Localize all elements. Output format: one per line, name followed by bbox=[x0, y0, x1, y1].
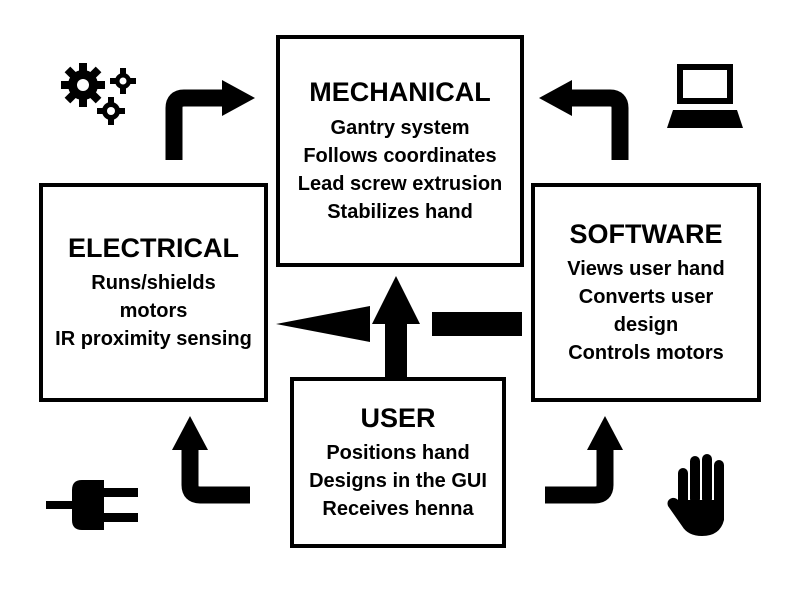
mechanical-line-3: Lead screw extrusion bbox=[297, 172, 503, 195]
electrical-box: ELECTRICAL Runs/shields motors IR proxim… bbox=[39, 183, 268, 402]
electrical-title: ELECTRICAL bbox=[68, 232, 239, 263]
arrow-user-to-mechanical bbox=[372, 276, 420, 377]
user-box: USER Positions hand Designs in the GUI R… bbox=[290, 377, 506, 548]
hand-icon bbox=[667, 454, 724, 536]
electrical-line-2: motors bbox=[119, 300, 188, 323]
software-line-1: Views user hand bbox=[567, 258, 725, 281]
arrow-software-to-mechanical bbox=[539, 80, 629, 160]
software-line-3: design bbox=[613, 314, 679, 337]
mechanical-line-1: Gantry system bbox=[330, 116, 470, 139]
software-line-2: Converts user bbox=[578, 286, 714, 309]
mechanical-line-4: Stabilizes hand bbox=[327, 200, 473, 223]
mechanical-box: MECHANICAL Gantry system Follows coordin… bbox=[276, 35, 524, 267]
mechanical-line-2: Follows coordinates bbox=[303, 144, 497, 167]
user-title: USER bbox=[360, 402, 436, 433]
electrical-line-1: Runs/shields bbox=[91, 272, 216, 295]
arrow-software-to-electrical bbox=[276, 306, 522, 342]
laptop-icon bbox=[667, 64, 743, 128]
software-title: SOFTWARE bbox=[569, 218, 723, 249]
user-line-1: Positions hand bbox=[326, 442, 470, 465]
user-line-2: Designs in the GUI bbox=[309, 470, 487, 493]
software-box: SOFTWARE Views user hand Converts user d… bbox=[531, 183, 761, 402]
gears-icon bbox=[61, 63, 136, 125]
electrical-line-3: IR proximity sensing bbox=[55, 328, 252, 351]
arrow-user-to-electrical bbox=[172, 416, 250, 504]
software-line-4: Controls motors bbox=[568, 342, 724, 365]
arrow-electrical-to-mechanical bbox=[165, 80, 255, 160]
user-line-3: Receives henna bbox=[322, 498, 474, 521]
arrow-user-to-software bbox=[545, 416, 623, 504]
plug-icon bbox=[46, 480, 138, 530]
mechanical-title: MECHANICAL bbox=[309, 77, 491, 108]
